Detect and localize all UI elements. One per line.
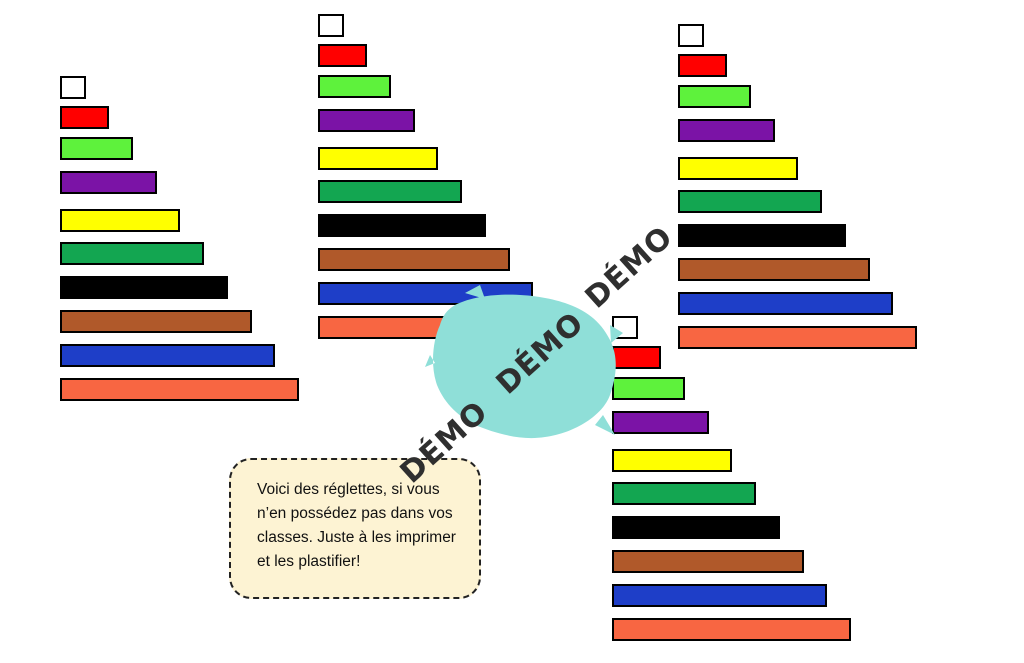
rod-yellow [612, 449, 732, 472]
rod-dark-green [60, 242, 204, 265]
rod-black [60, 276, 228, 299]
info-note: Voici des réglettes, si vous n’en posséd… [229, 458, 481, 599]
rod-light-green [318, 75, 391, 98]
rod-red [60, 106, 109, 129]
rod-yellow [60, 209, 180, 232]
rod-brown [612, 550, 804, 573]
rod-yellow [678, 157, 798, 180]
rod-dark-green [678, 190, 822, 213]
rod-light-green [678, 85, 751, 108]
rod-brown [60, 310, 252, 333]
rod-light-green [60, 137, 133, 160]
rod-blue [678, 292, 893, 315]
rod-dark-green [612, 482, 756, 505]
rod-brown [678, 258, 870, 281]
rod-white [60, 76, 86, 99]
rod-dark-green [318, 180, 462, 203]
rod-blue [60, 344, 275, 367]
rod-black [612, 516, 780, 539]
rod-red [678, 54, 727, 77]
rod-white [678, 24, 704, 47]
info-note-text: Voici des réglettes, si vous n’en posséd… [257, 481, 456, 570]
rod-black [678, 224, 846, 247]
rod-purple [612, 411, 709, 434]
rod-black [318, 214, 486, 237]
rod-purple [678, 119, 775, 142]
rod-purple [60, 171, 157, 194]
rod-white [318, 14, 344, 37]
rod-orange [678, 326, 917, 349]
rod-brown [318, 248, 510, 271]
rod-blue [612, 584, 827, 607]
rod-orange [60, 378, 299, 401]
demo-watermark-upper: DÉMO [578, 219, 681, 316]
rod-light-green [612, 377, 685, 400]
rod-red [318, 44, 367, 67]
rod-orange [612, 618, 851, 641]
rod-purple [318, 109, 415, 132]
rod-yellow [318, 147, 438, 170]
teal-paint-splash [425, 285, 623, 439]
